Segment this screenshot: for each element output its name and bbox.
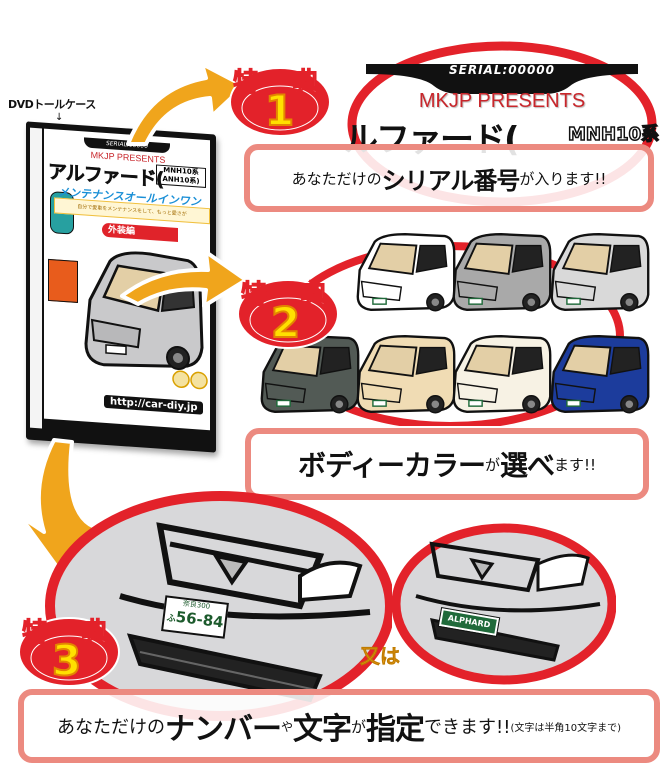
down-arrow-icon: ↓ [55, 112, 64, 123]
msg3-part3: や [281, 719, 294, 734]
car-color-dark-gray [260, 334, 360, 414]
car-color-gray [452, 232, 552, 312]
perk2-message-box: ボディーカラー が 選べ ます!! [245, 428, 649, 500]
alt-plate-zoom-circle [391, 523, 616, 685]
perk-badge-1: 特 典 1 [225, 56, 331, 140]
badge-number: 2 [270, 297, 301, 348]
perk-badge-3: 特 典 3 [14, 606, 120, 690]
curved-arrow-icon-2 [120, 250, 248, 308]
car-color-silver [550, 232, 650, 312]
msg1-part3: が入ります!! [519, 169, 607, 188]
car-color-blue [550, 334, 650, 414]
perk1-message-box: あなただけの シリアル番号 が入ります!! [244, 144, 654, 212]
perk3-message-box: あなただけの ナンバー や 文字 が 指定 できます!! (文字は半角10文字ま… [18, 689, 660, 763]
msg2-part4: ます!! [554, 455, 597, 474]
msg3-part1: あなただけの [57, 717, 165, 738]
award-medals-icon [172, 370, 208, 390]
msg3-part5: が [351, 717, 367, 736]
msg3-part6: 指定 [366, 712, 425, 747]
msg3-part2: ナンバー [165, 712, 282, 747]
dvd-spine [30, 127, 42, 429]
msg2-part1: ボディーカラー [297, 449, 486, 482]
car-color-beige [356, 334, 456, 414]
badge-number: 3 [51, 635, 82, 686]
badge-ten: 典 [300, 280, 328, 311]
badge-toku: 特 [232, 68, 260, 99]
dvd-url: http://car-diy.jp [104, 394, 204, 415]
serial-text: SERIAL:00000 [448, 63, 556, 77]
toolbox-icon [48, 258, 78, 303]
presents-text: MKJP PRESENTS [418, 90, 586, 112]
perk-badge-2: 特 典 2 [233, 268, 339, 352]
zoom-model: MNH10系 [567, 123, 660, 146]
msg1-part1: あなただけの [291, 169, 382, 188]
msg3-part7: できます!! [424, 717, 511, 738]
badge-toku: 特 [21, 618, 49, 649]
car-color-grid [256, 228, 670, 418]
car-color-white [356, 232, 456, 312]
badge-number: 1 [264, 85, 295, 136]
dvd-model: MNH10系 ANH10系) [156, 164, 206, 188]
badge-ten: 典 [81, 618, 109, 649]
msg1-part2: シリアル番号 [381, 166, 521, 195]
dvd-case-label: DVDトールケース [8, 98, 96, 111]
badge-toku: 特 [240, 280, 268, 311]
msg3-part4: 文字 [293, 712, 352, 747]
badge-ten: 典 [292, 68, 320, 99]
msg2-part2: が [484, 455, 500, 474]
msg2-part3: 選べ [500, 449, 555, 482]
or-label: 又は [360, 644, 401, 669]
car-color-pearl [452, 334, 552, 414]
license-plate: 奈良300 ふ56-84 [161, 595, 229, 639]
msg3-note: (文字は半角10文字まで) [510, 722, 621, 734]
